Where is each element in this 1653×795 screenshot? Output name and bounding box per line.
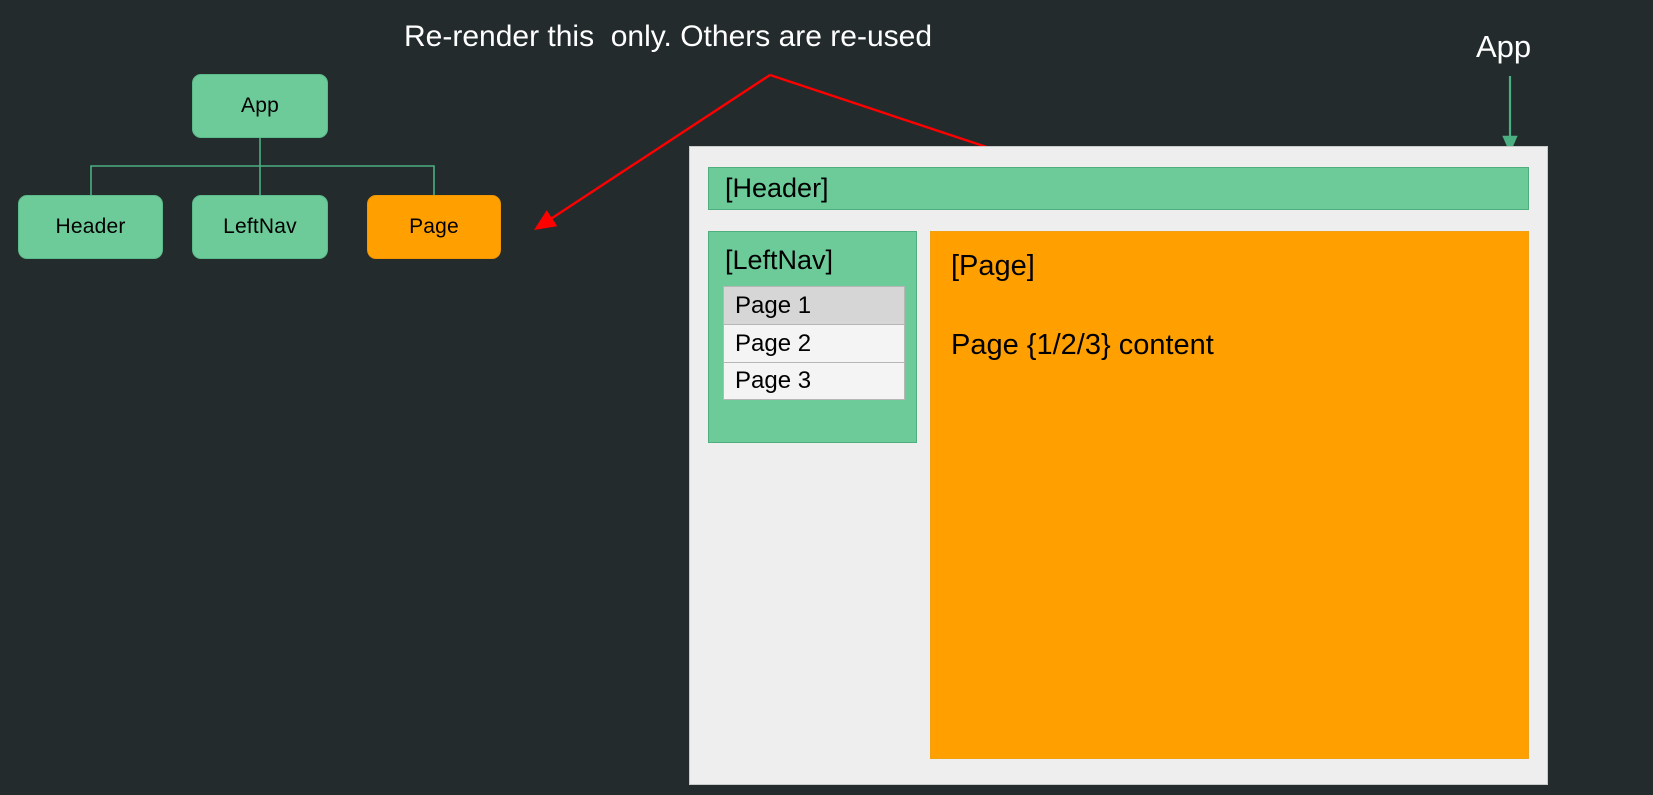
nav-item-page-1-label: Page 1 bbox=[735, 291, 812, 319]
mock-page-content: Page {1/2/3} content bbox=[951, 329, 1214, 361]
nav-item-page-2-label: Page 2 bbox=[735, 329, 812, 357]
tree-node-app-label: App bbox=[241, 94, 279, 117]
mock-leftnav-label: [LeftNav] bbox=[725, 245, 834, 275]
tree-node-page[interactable]: Page bbox=[367, 195, 501, 259]
tree-node-header-label: Header bbox=[55, 215, 126, 238]
nav-item-page-2[interactable]: Page 2 bbox=[723, 324, 905, 362]
tree-node-leftnav[interactable]: LeftNav bbox=[192, 195, 328, 259]
mock-header-label: [Header] bbox=[725, 173, 829, 203]
mock-leftnav-panel: [LeftNav] Page 1 Page 2 Page 3 bbox=[708, 231, 917, 443]
tree-node-leftnav-label: LeftNav bbox=[223, 215, 297, 238]
mock-header-bar: [Header] bbox=[708, 167, 1529, 210]
tree-node-app[interactable]: App bbox=[192, 74, 328, 138]
mock-page-label: [Page] bbox=[951, 250, 1035, 282]
mock-body: [LeftNav] Page 1 Page 2 Page 3 [Page] Pa… bbox=[708, 231, 1529, 759]
app-mock-frame: [Header] [LeftNav] Page 1 Page 2 Page 3 … bbox=[689, 146, 1548, 785]
nav-item-page-1[interactable]: Page 1 bbox=[723, 286, 905, 324]
tree-node-header[interactable]: Header bbox=[18, 195, 163, 259]
nav-item-page-3[interactable]: Page 3 bbox=[723, 362, 905, 400]
mock-page-panel: [Page] Page {1/2/3} content bbox=[930, 231, 1529, 759]
nav-item-page-3-label: Page 3 bbox=[735, 367, 812, 394]
tree-node-page-label: Page bbox=[409, 215, 459, 238]
tree-connectors bbox=[90, 138, 435, 195]
main-caption: Re-render this only. Others are re-used bbox=[404, 20, 933, 53]
app-annotation-label: App bbox=[1476, 29, 1532, 64]
